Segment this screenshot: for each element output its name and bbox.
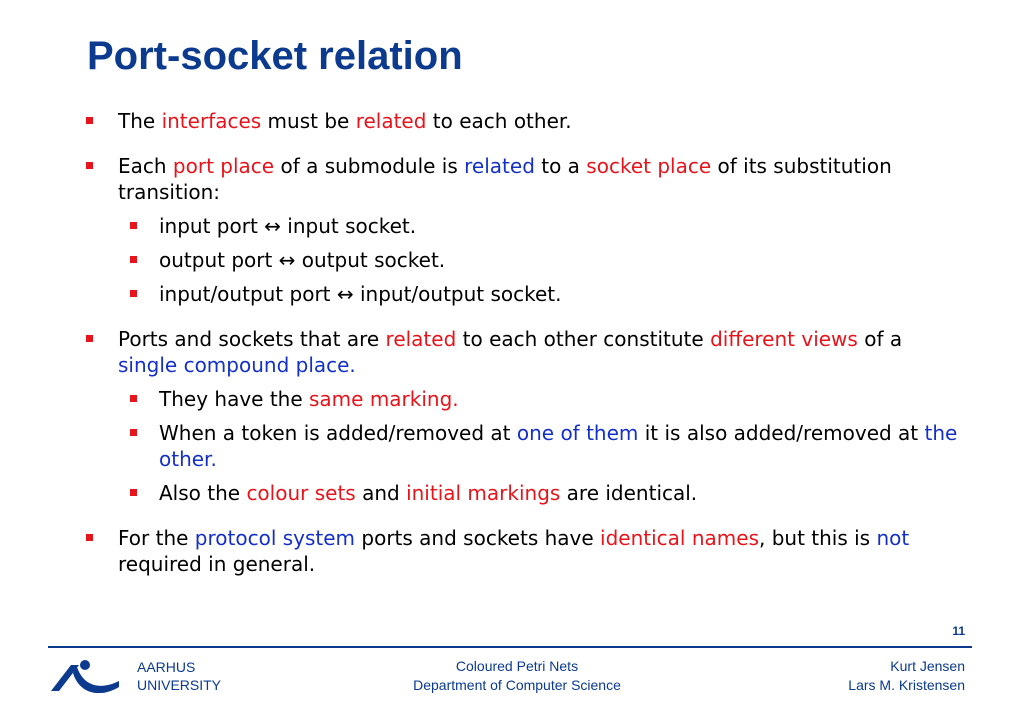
- highlight-text: related: [464, 154, 535, 178]
- bullet-item: For the protocol system ports and socket…: [86, 525, 966, 577]
- square-bullet-icon: [130, 222, 137, 229]
- footer-authors: Kurt Jensen Lars M. Kristensen: [848, 657, 965, 695]
- bullet-text: They have the: [159, 387, 309, 411]
- highlight-text: single compound place.: [118, 353, 356, 377]
- slide-title: Port-socket relation: [87, 34, 463, 78]
- bullet-text: of a submodule is: [274, 154, 465, 178]
- university-name-line2: UNIVERSITY: [137, 677, 222, 693]
- square-bullet-icon: [130, 489, 137, 496]
- bullet-text: and: [355, 481, 407, 505]
- highlight-text: socket place: [586, 154, 712, 178]
- aarhus-university-logo-icon: [51, 660, 119, 693]
- bullet-text: Also the: [159, 481, 247, 505]
- bullet-text: to each other constitute: [456, 327, 711, 351]
- course-title: Coloured Petri Nets: [455, 658, 579, 674]
- bullet-text: For the: [118, 526, 195, 550]
- highlight-text: colour sets: [246, 481, 356, 505]
- bullet-list: The interfaces must be related to each o…: [86, 108, 966, 577]
- bullet-text: output port ↔ output socket.: [159, 248, 446, 272]
- highlight-text: identical names: [600, 526, 759, 550]
- highlight-text: interfaces: [161, 109, 262, 133]
- highlight-text: different views: [710, 327, 858, 351]
- highlight-text: the other.: [159, 421, 958, 471]
- highlight-text: one of them: [516, 421, 639, 445]
- bullet-text: it is also added/removed at: [638, 421, 925, 445]
- square-bullet-icon: [86, 335, 93, 342]
- bullet-text: , but this is: [758, 526, 877, 550]
- sub-bullet-item: output port ↔ output socket.: [86, 247, 966, 273]
- author-1: Kurt Jensen: [890, 658, 965, 674]
- bullet-text: of a: [857, 327, 903, 351]
- bullet-text: ports and sockets have: [355, 526, 601, 550]
- square-bullet-icon: [130, 429, 137, 436]
- highlight-text: port place: [172, 154, 275, 178]
- highlight-text: not: [876, 526, 910, 550]
- bullet-item: The interfaces must be related to each o…: [86, 108, 966, 134]
- square-bullet-icon: [130, 290, 137, 297]
- highlight-text: same marking.: [309, 387, 459, 411]
- square-bullet-icon: [130, 395, 137, 402]
- sub-bullet-item: input port ↔ input socket.: [86, 213, 966, 239]
- bullet-text: to a: [534, 154, 587, 178]
- bullet-text: Each: [118, 154, 173, 178]
- author-2: Lars M. Kristensen: [848, 677, 965, 693]
- bullet-text: must be: [261, 109, 356, 133]
- bullet-text: input/output port ↔ input/output socket.: [159, 282, 562, 306]
- bullet-text: to each other.: [426, 109, 572, 133]
- university-name-line1: AARHUS: [137, 659, 196, 675]
- sub-bullet-item: input/output port ↔ input/output socket.: [86, 281, 966, 307]
- page-number: 11: [952, 624, 965, 638]
- highlight-text: protocol system: [194, 526, 356, 550]
- bullet-text: The: [118, 109, 162, 133]
- bullet-text: input port ↔ input socket.: [159, 214, 417, 238]
- sub-bullet-item: Also the colour sets and initial marking…: [86, 480, 966, 506]
- square-bullet-icon: [86, 117, 93, 124]
- department-name: Department of Computer Science: [413, 677, 621, 693]
- bullet-item: Each port place of a submodule is relate…: [86, 153, 966, 205]
- square-bullet-icon: [86, 534, 93, 541]
- highlight-text: initial markings: [406, 481, 561, 505]
- university-name: AARHUS UNIVERSITY: [137, 658, 221, 694]
- highlight-text: related: [385, 327, 457, 351]
- square-bullet-icon: [86, 162, 93, 169]
- bullet-text: are identical.: [560, 481, 698, 505]
- bullet-item: Ports and sockets that are related to ea…: [86, 326, 966, 378]
- bullet-text: When a token is added/removed at: [159, 421, 517, 445]
- sub-bullet-item: They have the same marking.: [86, 386, 966, 412]
- sub-bullet-item: When a token is added/removed at one of …: [86, 420, 966, 472]
- highlight-text: related: [355, 109, 427, 133]
- bullet-text: Ports and sockets that are: [118, 327, 386, 351]
- square-bullet-icon: [130, 256, 137, 263]
- bullet-text: required in general.: [118, 552, 316, 576]
- footer-course-info: Coloured Petri Nets Department of Comput…: [300, 657, 734, 695]
- bullet-text: of its substitution transition:: [118, 154, 892, 204]
- footer-divider: [48, 646, 972, 648]
